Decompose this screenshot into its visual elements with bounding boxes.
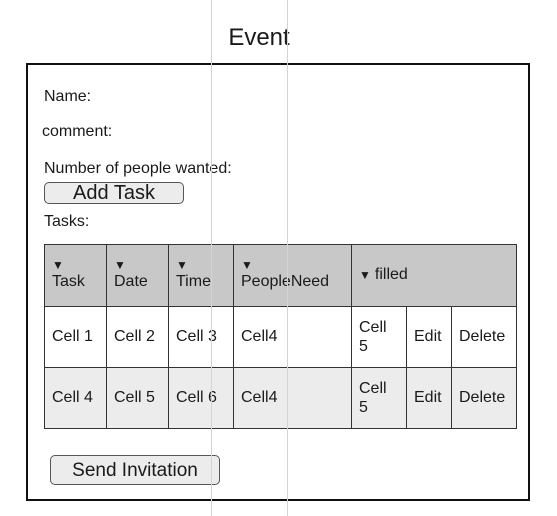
edit-link[interactable]: Edit (406, 306, 452, 368)
table-row: Cell 4 Cell 5 Cell 6 Cell4 Cell 5 Edit D… (44, 367, 517, 429)
sort-down-icon: ▼ (359, 268, 371, 283)
column-header-date[interactable]: ▼ Date (106, 244, 169, 307)
send-invitation-button[interactable]: Send Invitation (50, 455, 220, 485)
column-header-time[interactable]: ▼ Time (168, 244, 234, 307)
sort-down-icon: ▼ (52, 258, 64, 273)
column-header-label: filled (374, 266, 408, 284)
column-header-label: PeopleNeed (241, 273, 330, 291)
cell-people-need: Cell4 (233, 367, 352, 429)
column-header-task[interactable]: ▼ Task (44, 244, 107, 307)
cell-filled: Cell 5 (351, 367, 407, 429)
cell-people-need: Cell4 (233, 306, 352, 368)
cell-task: Cell 1 (44, 306, 107, 368)
add-task-button[interactable]: Add Task (44, 182, 184, 204)
sort-down-icon: ▼ (241, 258, 253, 273)
delete-link[interactable]: Delete (451, 367, 517, 429)
page-title: Event (228, 24, 290, 51)
table-header-row: ▼ Task ▼ Date ▼ Time (44, 244, 517, 307)
cell-date: Cell 2 (106, 306, 169, 368)
cell-task: Cell 4 (44, 367, 107, 429)
tasks-label: Tasks: (44, 213, 90, 230)
tasks-table: ▼ Task ▼ Date ▼ Time (44, 244, 517, 429)
cell-date: Cell 5 (106, 367, 169, 429)
sort-down-icon: ▼ (176, 258, 188, 273)
cell-time: Cell 3 (168, 306, 234, 368)
column-header-people-need[interactable]: ▼ PeopleNeed (233, 244, 352, 307)
cell-filled: Cell 5 (351, 306, 407, 368)
sort-down-icon: ▼ (114, 258, 126, 273)
edit-link[interactable]: Edit (406, 367, 452, 429)
column-header-label: Time (176, 273, 211, 291)
table-row: Cell 1 Cell 2 Cell 3 Cell4 Cell 5 Edit D… (44, 306, 517, 368)
name-label: Name: (44, 88, 92, 105)
people-wanted-label: Number of people wanted: (44, 160, 232, 177)
delete-link[interactable]: Delete (451, 306, 517, 368)
column-header-filled[interactable]: ▼ filled (351, 244, 517, 307)
column-header-label: Date (114, 273, 148, 291)
column-header-label: Task (52, 273, 85, 291)
comment-label: comment: (42, 123, 113, 140)
cell-time: Cell 6 (168, 367, 234, 429)
